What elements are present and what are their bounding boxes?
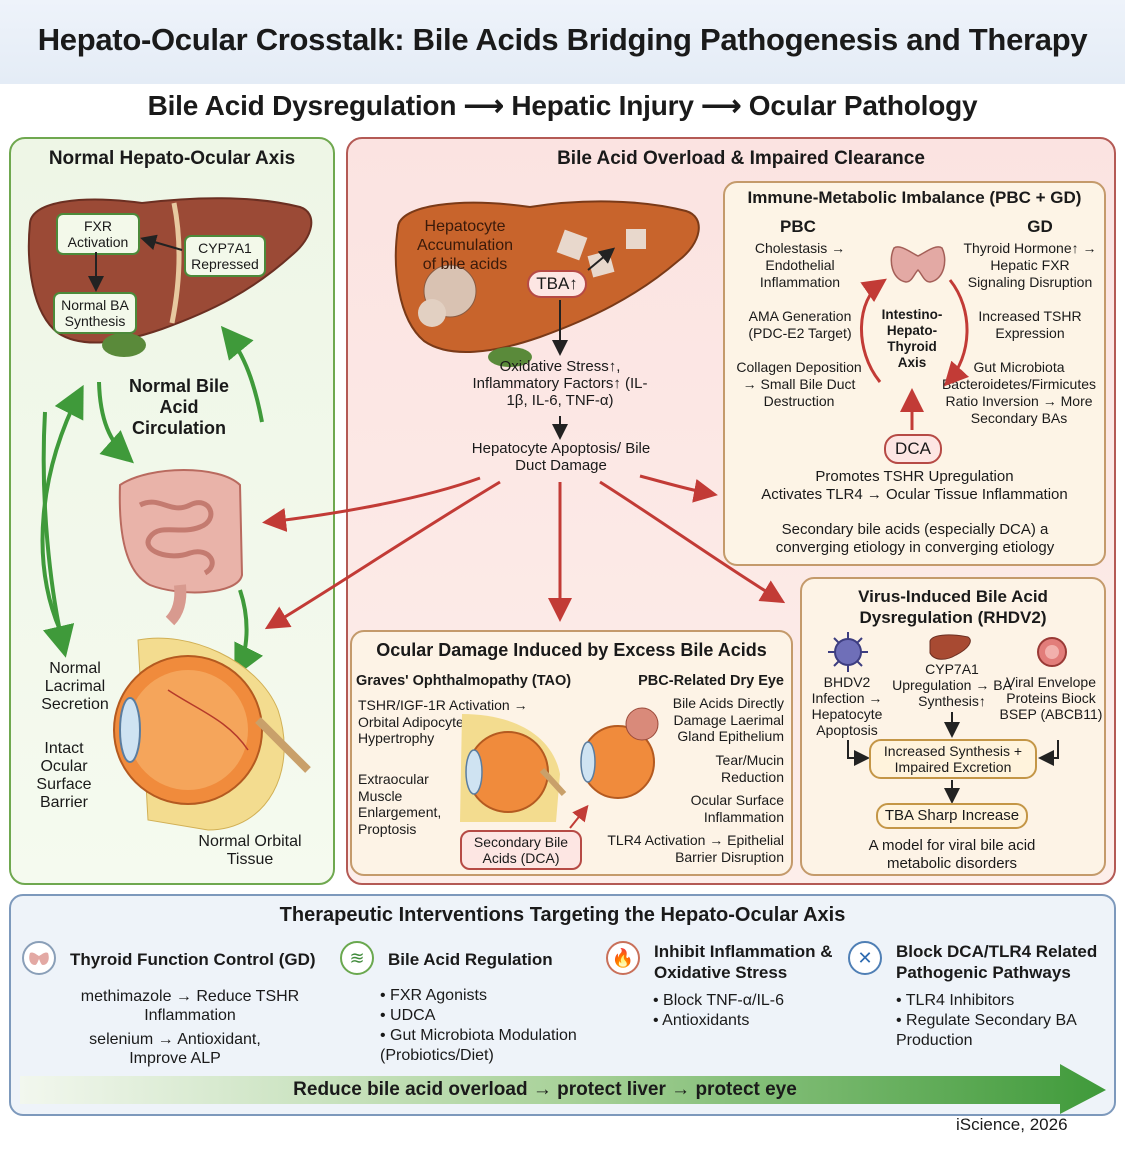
tao-eye-icon <box>460 714 567 822</box>
surface-label: Intact Ocular Surface Barrier <box>36 740 92 811</box>
main-title: Hepato-Ocular Crosstalk: Bile Acids Brid… <box>37 22 1088 57</box>
therapy-c2-item: UDCA <box>380 1006 620 1026</box>
therapy-c2-title: Bile Acid Regulation <box>388 950 553 969</box>
virus-icon <box>828 632 868 672</box>
fxr-box: FXR Activation <box>56 213 140 255</box>
pbc-item-3: Collagen Deposition → Small Bile Duct De… <box>736 359 862 409</box>
citation: iScience, 2026 <box>956 1115 1068 1134</box>
virus-col2: CYP7A1 Upregulation → BA Synthesis↑ <box>892 661 1012 709</box>
tao-item-1: TSHR/IGF-1R Activation → Orbital Adipocy… <box>358 697 528 746</box>
intestine-icon <box>118 469 244 626</box>
therapy-c3-title: Inhibit Inflammation & Oxidative Stress <box>654 942 833 982</box>
therapy-c2-list: FXR Agonists UDCA Gut Microbiota Modulat… <box>380 986 620 1066</box>
pbc-item-2: AMA Generation (PDC-E2 Target) <box>748 308 852 341</box>
cyp7a1-box: CYP7A1 Repressed <box>184 235 266 277</box>
therapy-c1-line1: methimazole → Reduce TSHR Inflammation <box>80 988 300 1024</box>
dna-block-icon: ✕ <box>848 941 882 975</box>
tao-item-2: Extraocular Muscle Enlargement, Proptosi… <box>358 771 442 837</box>
circulation-arrows <box>40 325 264 678</box>
virus-col3: Viral Envelope Proteins Biock BSEP (ABCB… <box>999 674 1103 722</box>
envelope-virus-icon <box>1037 637 1067 667</box>
pbc-label: PBC <box>780 217 816 236</box>
tba-sharp-box: TBA Sharp Increase <box>876 803 1028 829</box>
thyroid-small-icon <box>22 941 56 975</box>
tba-badge: TBA↑ <box>527 270 587 298</box>
circulation-label: Normal Bile Acid Circulation <box>128 376 230 438</box>
normal-liver-arrows <box>88 234 183 292</box>
therapy-c1-line2: selenium → Antioxidant, Improve ALP <box>89 1031 261 1067</box>
oxidative-label: Oxidative Stress↑, Inflammatory Factors↑… <box>472 358 648 409</box>
dry-item-2: Tear/Mucin Reduction <box>715 752 784 785</box>
therapy-c1-title: Thyroid Function Control (GD) <box>70 950 316 969</box>
overload-header: Bile Acid Overload & Impaired Clearance <box>557 148 925 169</box>
virus-header: Virus-Induced Bile Acid Dysregulation (R… <box>858 587 1048 627</box>
dry-item-1: Bile Acids Directly Damage Laerimal Glan… <box>672 695 784 744</box>
therapy-header: Therapeutic Interventions Targeting the … <box>279 904 846 926</box>
dca-badge: DCA <box>884 434 942 464</box>
therapy-c2-item: Gut Microbiota Modulation (Probiotics/Di… <box>380 1026 620 1066</box>
subtitle: Bile Acid Dysregulation ⟶ Hepatic Injury… <box>147 90 978 121</box>
normal-ba-box: Normal BA Synthesis <box>53 292 137 334</box>
ocular-header: Ocular Damage Induced by Excess Bile Aci… <box>376 640 767 660</box>
therapy-c4-item: TLR4 Inhibitors <box>896 991 1106 1011</box>
secondary-ba-badge: Secondary Bile Acids (DCA) <box>460 830 582 870</box>
gut-icon: ≋ <box>340 941 374 975</box>
eye-icon <box>113 637 311 831</box>
hepatocyte-label: Hepatocyte Accumulation of bile acids <box>416 218 514 273</box>
therapy-arrow <box>20 1064 1106 1114</box>
therapy-c4-item: Regulate Secondary BA Production <box>896 1011 1106 1051</box>
tao-label: Graves' Ophthalmopathy (TAO) <box>356 673 572 689</box>
therapy-arrow-text: Reduce bile acid overload → protect live… <box>293 1079 797 1100</box>
axis-label: Intestino-Hepato-Thyroid Axis <box>881 307 943 370</box>
flame-icon: 🔥 <box>606 941 640 975</box>
therapy-c3-item: Antioxidants <box>653 1011 833 1031</box>
orbital-label: Normal Orbital Tissue <box>198 833 302 868</box>
immune-footer: Secondary bile acids (especially DCA) a … <box>775 521 1055 556</box>
dry-eye-icon <box>580 707 659 799</box>
dry-item-3: Ocular Surface Inflammation <box>690 792 784 825</box>
dca-effect-2: Activates TLR4 → Ocular Tissue Inflammat… <box>761 486 1068 503</box>
immune-header: Immune-Metabolic Imbalance (PBC + GD) <box>747 188 1082 207</box>
thyroid-icon <box>890 246 946 283</box>
virus-col1: BHDV2 Infection → Hepatocyte Apoptosis <box>811 674 883 738</box>
therapy-c3-list: Block TNF-α/IL-6 Antioxidants <box>653 991 833 1031</box>
gd-item-2: Increased TSHR Expression <box>978 308 1082 341</box>
synthesis-box: Increased Synthesis + Impaired Excretion <box>869 739 1037 779</box>
dry-eye-label: PBC-Related Dry Eye <box>638 673 784 689</box>
immune-panel <box>723 181 1106 566</box>
normal-axis-header: Normal Hepato-Ocular Axis <box>48 148 296 169</box>
virus-footer: A model for viral bile acid metabolic di… <box>868 837 1036 872</box>
gd-item-1: Thyroid Hormone↑ → Hepatic FXR Signaling… <box>963 240 1097 290</box>
therapy-c3-item: Block TNF-α/IL-6 <box>653 991 833 1011</box>
title-bar <box>0 0 1125 84</box>
therapy-c2-item: FXR Agonists <box>380 986 620 1006</box>
therapy-c4-list: TLR4 Inhibitors Regulate Secondary BA Pr… <box>896 991 1106 1051</box>
axis-cycle-arrows <box>860 278 970 387</box>
lacrimal-label: Normal Lacrimal Secretion <box>41 660 109 713</box>
gd-item-3: Gut Microbiota Bacteroidetes/Firmicutes … <box>941 359 1097 426</box>
virus-liver-icon <box>929 634 971 660</box>
gd-label: GD <box>1027 217 1053 236</box>
apoptosis-label: Hepatocyte Apoptosis/ Bile Duct Damage <box>471 440 651 474</box>
dry-item-4: TLR4 Activation → Epithelial Barrier Dis… <box>607 832 784 865</box>
pbc-item-1: Cholestasis → Endothelial Inflammation <box>754 240 846 290</box>
dca-effect-1: Promotes TSHR Upregulation <box>815 468 1014 485</box>
therapy-c4-title: Block DCA/TLR4 Related Pathogenic Pathwa… <box>896 942 1098 982</box>
